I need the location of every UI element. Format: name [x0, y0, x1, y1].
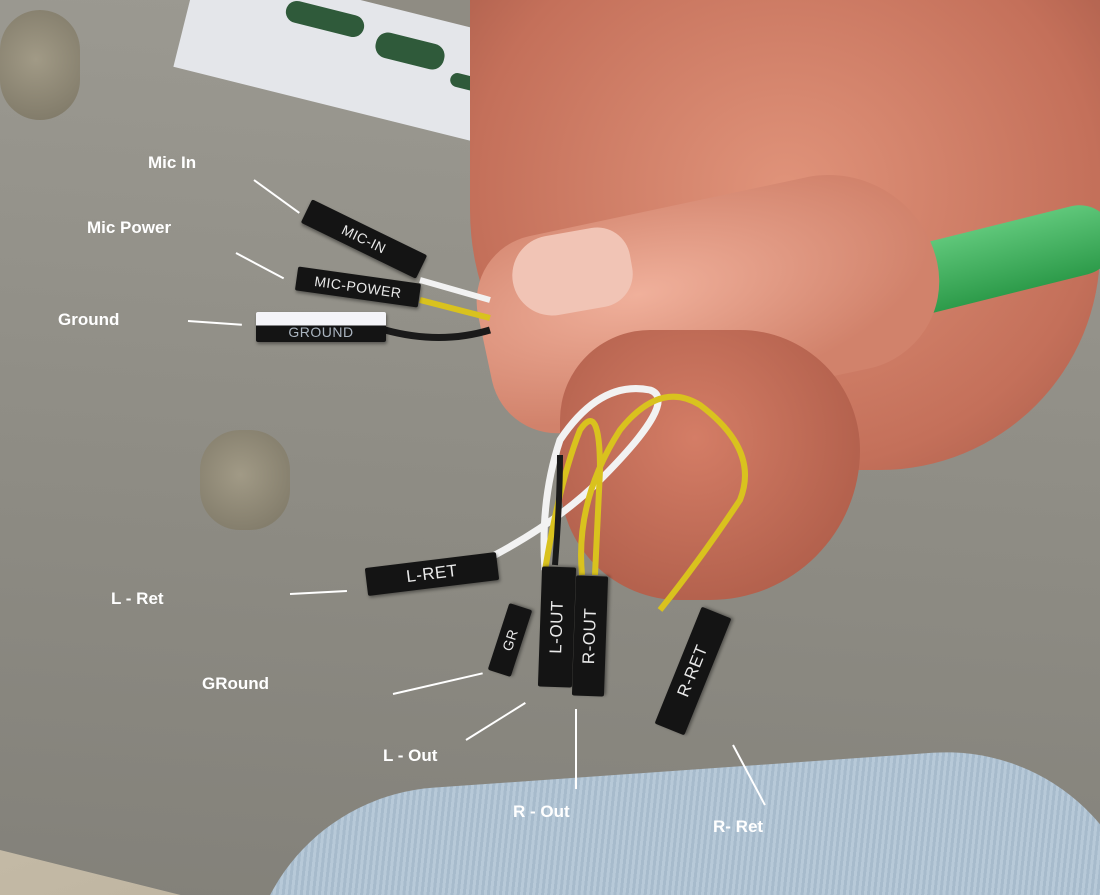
label-ground-top: Ground — [58, 310, 120, 329]
connector-r-out: R-OUT — [571, 575, 609, 697]
label-ground-bottom: GRound — [202, 674, 270, 693]
label-r-out: R - Out — [513, 802, 570, 821]
case-foot — [0, 10, 80, 120]
label-r-ret: R- Ret — [713, 817, 764, 836]
label-mic-power: Mic Power — [87, 218, 172, 237]
label-l-ret: L - Ret — [111, 589, 164, 608]
connector-ground-top: GROUND — [256, 312, 386, 342]
label-mic-in: Mic In — [148, 153, 197, 172]
connector-l-out: L-OUT — [537, 566, 577, 688]
label-l-out: L - Out — [383, 746, 438, 765]
case-foot — [200, 430, 290, 530]
pointer-r-out — [575, 709, 577, 789]
